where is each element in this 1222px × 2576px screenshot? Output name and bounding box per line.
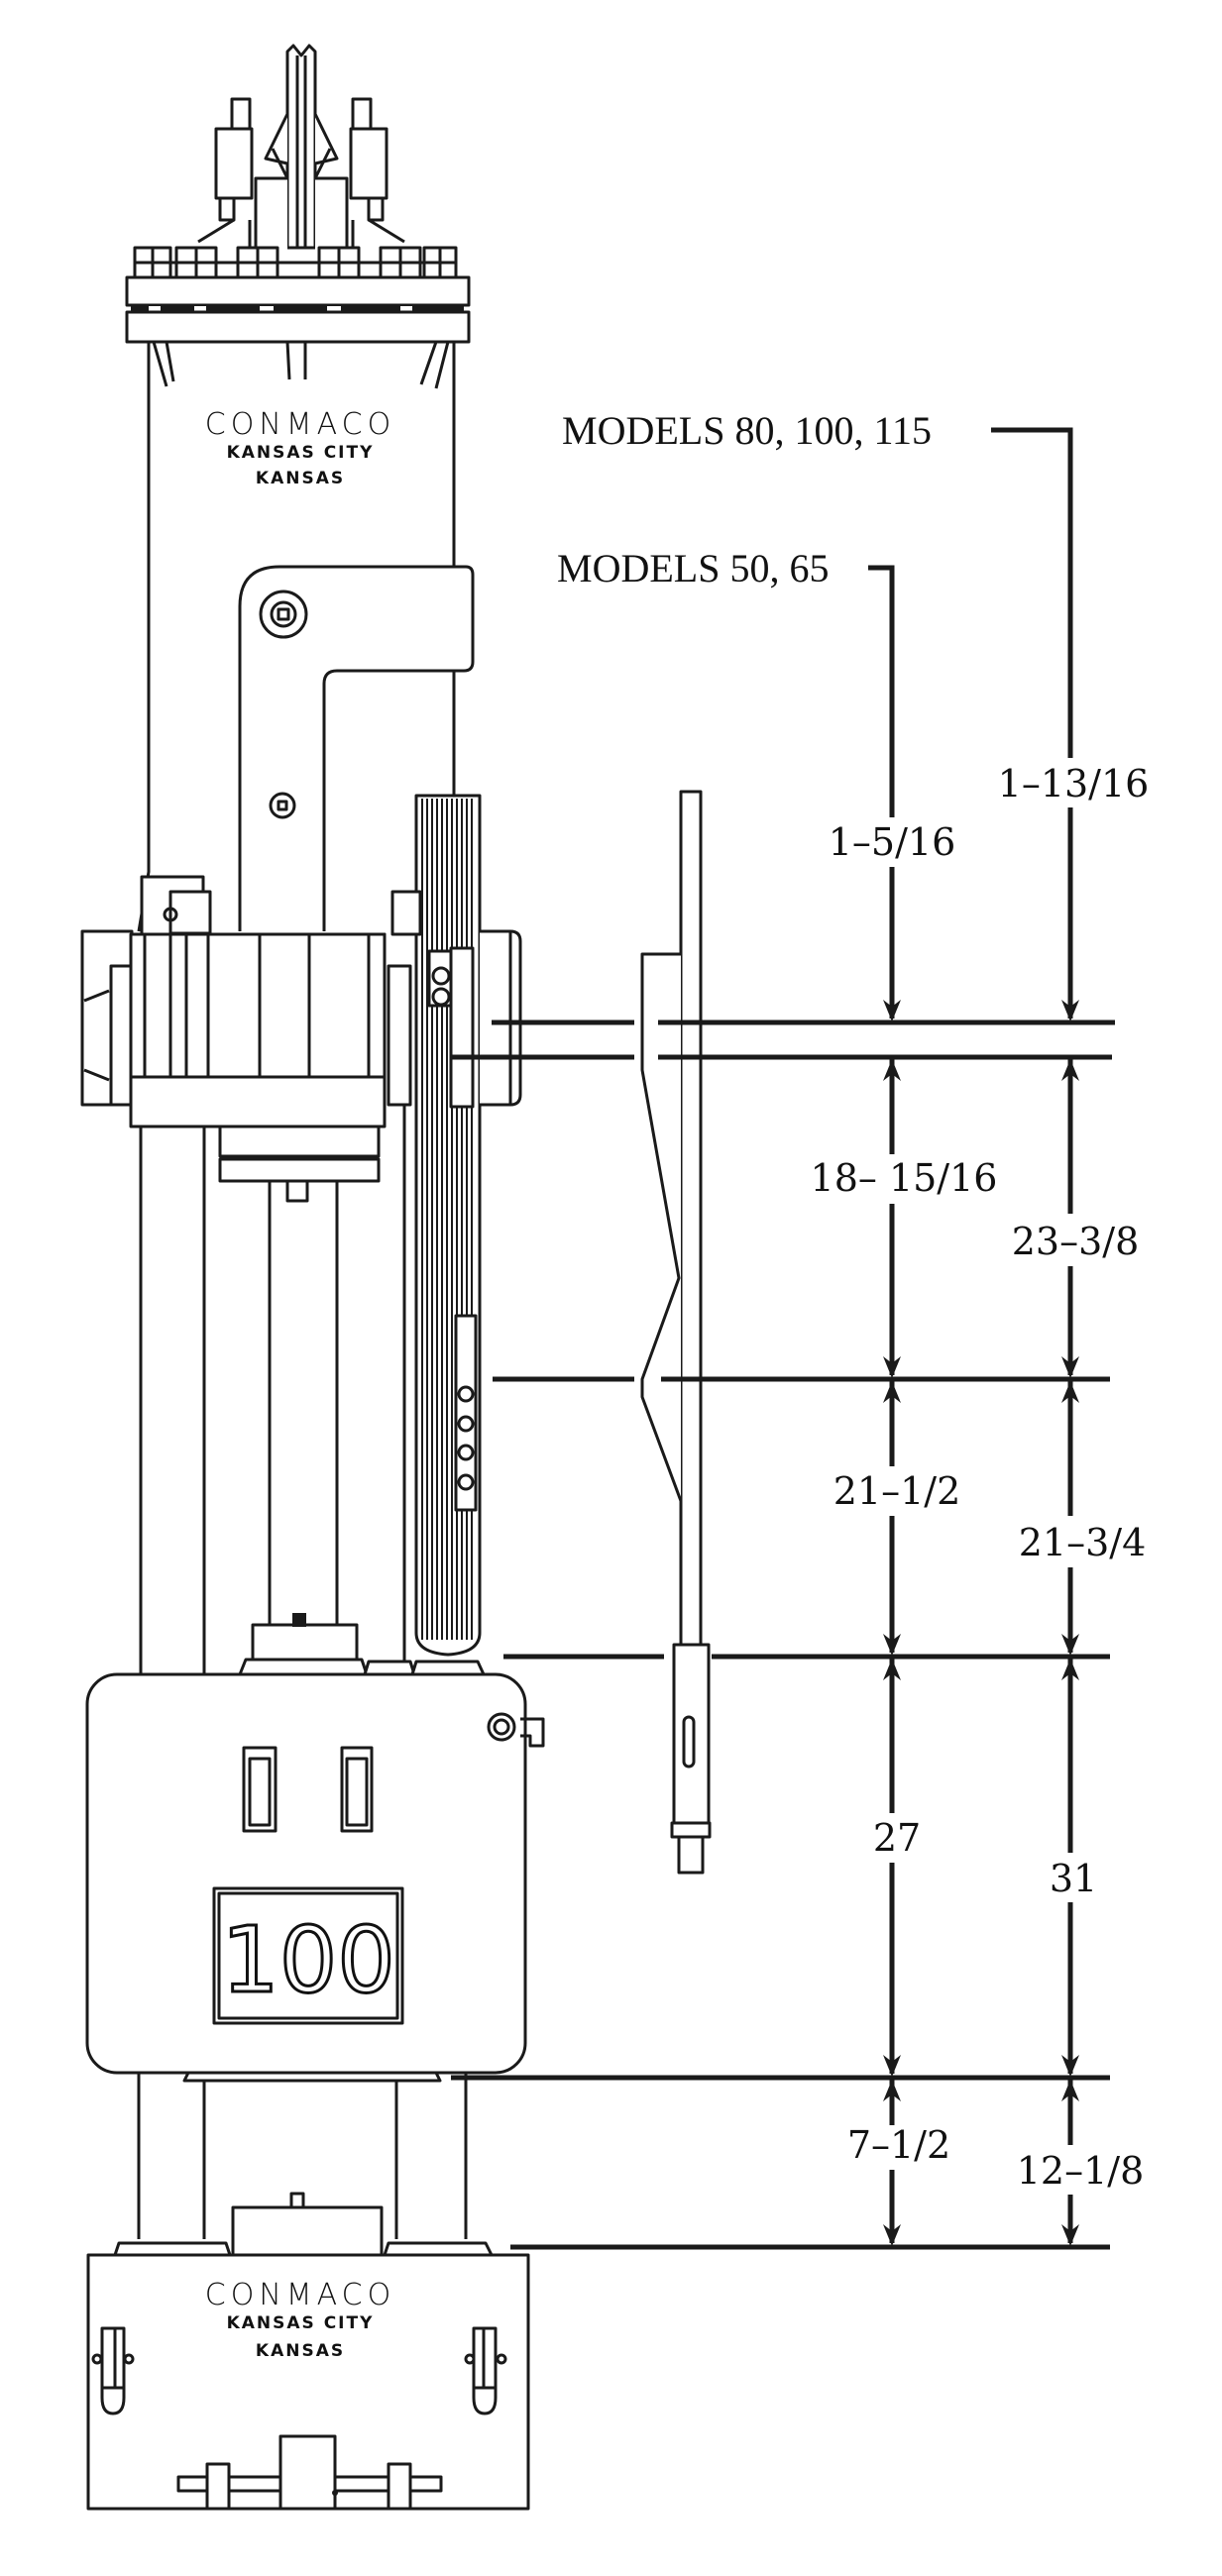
models-small-label: MODELS 50, 65 xyxy=(557,546,829,590)
models-large-label: MODELS 80, 100, 115 xyxy=(562,408,932,453)
dimension-arrows xyxy=(883,446,1079,2246)
base-shaft xyxy=(176,2434,443,2511)
dim-small-5-arrow-up xyxy=(883,2080,901,2101)
dim-small-3-arrow-down xyxy=(883,1634,901,1656)
model-plate xyxy=(212,1886,404,2025)
base-handle-right xyxy=(464,2326,507,2415)
dim-large-3-arrow-down xyxy=(1061,1634,1079,1656)
dim-small-5-arrow-down xyxy=(883,2224,901,2246)
model-label-leaders xyxy=(868,427,1073,585)
dim-large-5-arrow-down xyxy=(1061,2224,1079,2246)
mid-collar xyxy=(80,875,522,1203)
base-block: CONMACO KANSAS CITY KANSAS xyxy=(86,2253,530,2511)
dim-small-4: 27 xyxy=(873,1816,921,1860)
dim-large-4-arrow-down xyxy=(1061,2055,1079,2077)
dimension-values-small: 1–5/16 18– 15/16 21–1/2 27 7–1/2 xyxy=(811,820,998,2167)
base-handle-left xyxy=(91,2326,135,2415)
cylinder-brand-text: CONMACO xyxy=(205,407,395,442)
anvil-lug xyxy=(487,1712,516,1742)
ram-column xyxy=(414,794,482,1657)
anvil-block: 100 xyxy=(85,1672,545,2075)
model-plate-number: 100 xyxy=(221,1907,395,2013)
dim-small-2-arrow-down xyxy=(883,1356,901,1378)
dim-small-3: 21–1/2 xyxy=(833,1469,961,1513)
dim-large-2-arrow-down xyxy=(1061,1356,1079,1378)
dim-large-1: 1–13/16 xyxy=(998,762,1150,805)
guide-rods xyxy=(139,1105,486,1676)
dim-small-4-arrow-down xyxy=(883,2055,901,2077)
dim-small-4-arrow-up xyxy=(883,1659,901,1680)
dim-small-2-arrow-up xyxy=(883,1059,901,1081)
cylinder-city-text: KANSAS CITY xyxy=(227,443,375,463)
flange-bolts xyxy=(133,246,458,279)
model-labels: MODELS 80, 100, 115 MODELS 50, 65 xyxy=(557,408,932,590)
dimension-reference-lines xyxy=(451,1020,1115,2250)
dim-small-1-arrow-down xyxy=(883,1000,901,1021)
guide-bracket xyxy=(238,565,475,931)
dim-small-1: 1–5/16 xyxy=(829,820,956,864)
dim-large-2: 23–3/8 xyxy=(1012,1220,1140,1263)
bottom-flange-plate xyxy=(125,310,471,344)
dim-small-3-arrow-up xyxy=(883,1381,901,1403)
dim-large-2-arrow-up xyxy=(1061,1059,1079,1081)
dim-large-3-arrow-up xyxy=(1061,1381,1079,1403)
bracket-bolt-small xyxy=(269,792,296,819)
base-city-text: KANSAS CITY xyxy=(227,2313,375,2333)
dimension-values-large: 1–13/16 23–3/8 21–3/4 31 12–1/8 xyxy=(998,762,1150,2193)
base-state-text: KANSAS xyxy=(256,2341,345,2361)
cylinder-state-text: KANSAS xyxy=(256,469,345,488)
sheave-wheel xyxy=(285,44,317,250)
dim-small-2: 18– 15/16 xyxy=(811,1156,998,1200)
dim-small-5: 7–1/2 xyxy=(847,2123,950,2167)
dim-large-5: 12–1/8 xyxy=(1017,2149,1145,2193)
dim-large-4-arrow-up xyxy=(1061,1659,1079,1680)
base-brand-text: CONMACO xyxy=(205,2278,395,2312)
column-hole xyxy=(457,1385,475,1403)
dim-large-5-arrow-up xyxy=(1061,2080,1079,2101)
dim-large-1-arrow-down xyxy=(1061,1000,1079,1021)
bracket-bolt-large xyxy=(259,590,308,639)
dim-large-3: 21–3/4 xyxy=(1019,1521,1147,1564)
lead-rail xyxy=(640,790,712,1875)
top-flange-plate xyxy=(125,275,471,307)
top-sheave-assembly xyxy=(125,44,471,344)
dim-large-4: 31 xyxy=(1050,1857,1097,1900)
lower-legs xyxy=(113,2071,494,2257)
